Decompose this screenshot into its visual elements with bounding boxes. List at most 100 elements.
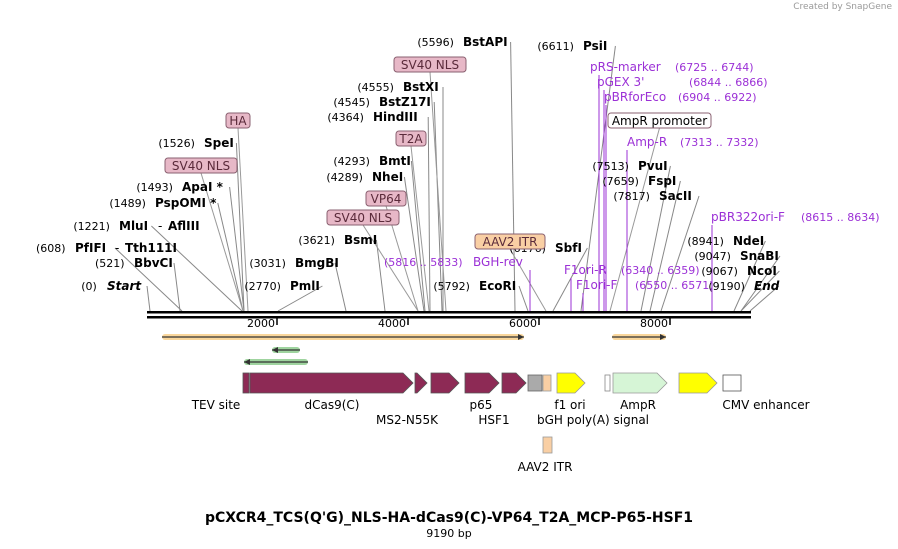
- primer-pbr322ori-f-pos: (8615 .. 8634): [801, 211, 880, 224]
- feature-box-sv40-nls-3: [326, 209, 400, 226]
- site-pmli-pos: (2770): [244, 280, 281, 293]
- feature-box-aav2-itr-6-line: [509, 248, 547, 312]
- site-mlui-label: MluI: [119, 219, 148, 233]
- site-bbvci-label: BbvCI: [134, 256, 173, 270]
- feature-label-hsf1: HSF1: [478, 413, 509, 427]
- cmv-enhancer-block: [722, 374, 742, 392]
- feature-box-t2a-4-line: [410, 145, 430, 312]
- p65-arrow: [464, 372, 500, 394]
- bgh-polya-block: [527, 374, 543, 392]
- tev-site-block: [242, 372, 250, 394]
- site-pspomi-pos: (1489): [109, 197, 146, 210]
- site-pfifi-line: [114, 247, 183, 312]
- site-bmgbi-label: BmgBI: [295, 256, 339, 270]
- feature-box-sv40-nls-1-text: SV40 NLS: [172, 159, 230, 173]
- site-bstxi-label: BstXI: [403, 80, 439, 94]
- site-bmti-line: [410, 160, 426, 312]
- feature-box-sv40-nls-1-line: [200, 172, 244, 312]
- site-hindiii-pos: (4364): [327, 111, 364, 124]
- aav2-itr-block: [542, 374, 552, 392]
- site-sacii-line: [660, 195, 700, 312]
- orf-bar-3-arrow: [272, 347, 278, 353]
- feature-box-sv40-nls-1: [164, 157, 238, 174]
- feature-box-t2a-4-text: T2A: [398, 132, 423, 146]
- site-nhei-pos: (4289): [326, 171, 363, 184]
- feature-label-aav2-itr: AAV2 ITR: [518, 460, 573, 474]
- site-spei-pos: (1526): [158, 137, 195, 150]
- site-bbvci-pos: (521): [95, 257, 125, 270]
- site-ecori-line: [518, 285, 529, 312]
- feature-box-aav2-itr-6: [474, 233, 546, 250]
- ampr-promoter-block: [604, 374, 611, 392]
- feature-box-sv40-nls-2-line: [429, 71, 447, 312]
- feature-box-ampr-promoter-7-text: AmpR promoter: [612, 114, 707, 128]
- primer-pbrforeco-label: pBRforEco: [604, 90, 666, 104]
- site-sbfi-label: SbfI: [555, 241, 582, 255]
- feature-box-ampr-promoter-7-line: [609, 127, 660, 312]
- hsf1-arrow: [501, 372, 527, 394]
- feature-label-cmv-enhancer: CMV enhancer: [722, 398, 809, 412]
- site-bstapi-label: BstAPI: [463, 35, 508, 49]
- feature-label-bgh-poly-a--signal: bGH poly(A) signal: [537, 413, 649, 427]
- primer-f1ori-f-label: F1ori-F: [576, 278, 617, 292]
- primer-bgh-rev-label: BGH-rev: [473, 255, 523, 269]
- primer-pgex-3--pos: (6844 .. 6866): [689, 76, 768, 89]
- primer-bgh-rev-pos: (5816 .. 5833): [384, 256, 463, 269]
- site-bbvci-line: [173, 262, 181, 312]
- site-bstz17i-pos: (4545): [333, 96, 370, 109]
- primer-amp-r-pos: (7313 .. 7332): [680, 136, 759, 149]
- feature-box-ha-0-line: [237, 127, 249, 312]
- primer-prs-marker-label: pRS-marker: [590, 60, 661, 74]
- site-ecori-label: EcoRI: [479, 279, 516, 293]
- feature-box-vp64-5-text: VP64: [371, 192, 402, 206]
- site-bsmi-line: [375, 239, 386, 312]
- feature-box-ha-0-text: HA: [229, 114, 247, 128]
- dcas9-arrow: [249, 372, 414, 394]
- backbone-bottom: [147, 316, 751, 319]
- site-apai-pos: (1493): [136, 181, 173, 194]
- site-start-pos: (0): [81, 280, 97, 293]
- site-bstapi-line: [510, 41, 516, 312]
- primer-f1ori-r-label: F1ori-R: [564, 263, 607, 277]
- ruler-label-1: 4000: [378, 317, 406, 330]
- site-bsmi-label: BsmI: [344, 233, 377, 247]
- feature-label-f1-ori: f1 ori: [554, 398, 585, 412]
- site-fspi-pos: (7659): [602, 175, 639, 188]
- orf-bar-2-arrow: [660, 334, 666, 340]
- site-spei-line: [235, 142, 245, 312]
- site-bsmi-pos: (3621): [298, 234, 335, 247]
- ruler-label-2: 6000: [509, 317, 537, 330]
- feature-label-p65: p65: [470, 398, 493, 412]
- feature-box-sv40-nls-2: [393, 56, 467, 73]
- site-apai-line: [229, 186, 245, 312]
- site-hindiii-line: [427, 116, 431, 312]
- feature-label-dcas9-c-: dCas9(C): [305, 398, 360, 412]
- site-psii-line: [580, 45, 616, 312]
- ruler-label-3: 8000: [640, 317, 668, 330]
- site-end-label: End: [754, 279, 780, 293]
- site-afliii-label: AflIII: [168, 219, 200, 233]
- site-pvui-pos: (7513): [592, 160, 629, 173]
- site-sacii-label: SacII: [659, 189, 692, 203]
- site-sbfi-line: [552, 247, 588, 312]
- orf-bar-4-arrow: [244, 359, 250, 365]
- site-ncoi-label: NcoI: [747, 264, 777, 278]
- site-end-pos: (9190): [708, 280, 745, 293]
- primer-prs-marker-pos: (6725 .. 6744): [675, 61, 754, 74]
- site-snabi-label: SnaBI: [740, 249, 779, 263]
- site-fspi-line: [649, 180, 681, 312]
- site-nhei-line: [403, 176, 425, 312]
- feature-box-aav2-itr-6-text: AAV2 ITR: [483, 235, 538, 249]
- feature-box-sv40-nls-3-text: SV40 NLS: [334, 211, 392, 225]
- feature-box-t2a-4: [395, 130, 427, 147]
- ori-arrow: [678, 372, 718, 394]
- feature-box-ampr-promoter-7: [607, 112, 712, 129]
- feature-label-ampr: AmpR: [620, 398, 656, 412]
- site-start-label: Start: [107, 279, 142, 293]
- site-pmli-label: PmlI: [290, 279, 320, 293]
- site-ndei-label: NdeI: [733, 234, 764, 248]
- map-length: 9190 bp: [426, 527, 472, 540]
- site-pspomi-label: PspOMI *: [155, 196, 217, 210]
- ampr-arrow: [612, 372, 668, 394]
